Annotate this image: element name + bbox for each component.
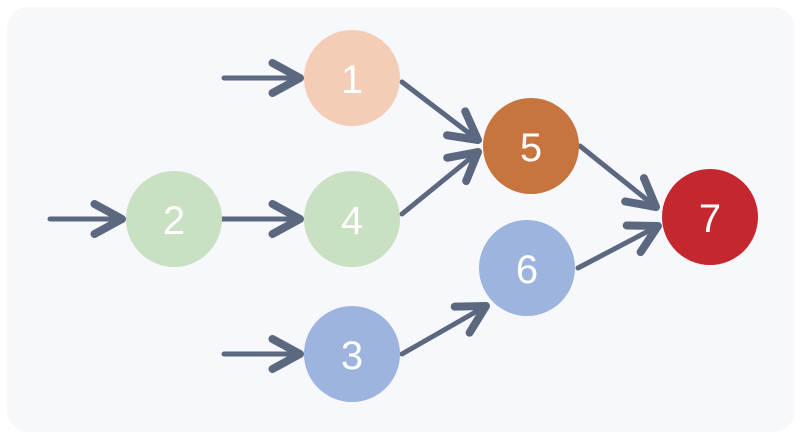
node-4-label: 4 <box>341 199 363 243</box>
node-5: 5 <box>483 98 579 194</box>
node-1-circle <box>304 30 400 126</box>
edge-6-to-7 <box>575 221 662 271</box>
node-5-label: 5 <box>520 126 542 170</box>
node-7-label: 7 <box>699 197 721 241</box>
node-3-circle <box>304 306 400 402</box>
node-7: 7 <box>662 169 758 265</box>
node-4-circle <box>304 171 400 267</box>
edges-layer <box>47 59 662 373</box>
node-3-label: 3 <box>341 334 363 378</box>
node-6: 6 <box>479 220 575 316</box>
edge-1-to-5 <box>399 79 482 144</box>
node-1: 1 <box>304 30 400 126</box>
node-2: 2 <box>126 171 222 267</box>
node-1-label: 1 <box>341 58 363 102</box>
node-6-label: 6 <box>516 248 538 292</box>
node-7-circle <box>662 169 758 265</box>
edge-4-to-5 <box>399 148 482 217</box>
node-3: 3 <box>304 306 400 402</box>
edge-3-to-6 <box>399 302 490 357</box>
node-4: 4 <box>304 171 400 267</box>
edge-5-to-7 <box>577 143 660 211</box>
node-2-circle <box>126 171 222 267</box>
node-6-circle <box>479 220 575 316</box>
node-2-label: 2 <box>163 199 185 243</box>
nodes-layer: 1 2 3 4 5 6 7 <box>126 30 758 402</box>
node-5-circle <box>483 98 579 194</box>
